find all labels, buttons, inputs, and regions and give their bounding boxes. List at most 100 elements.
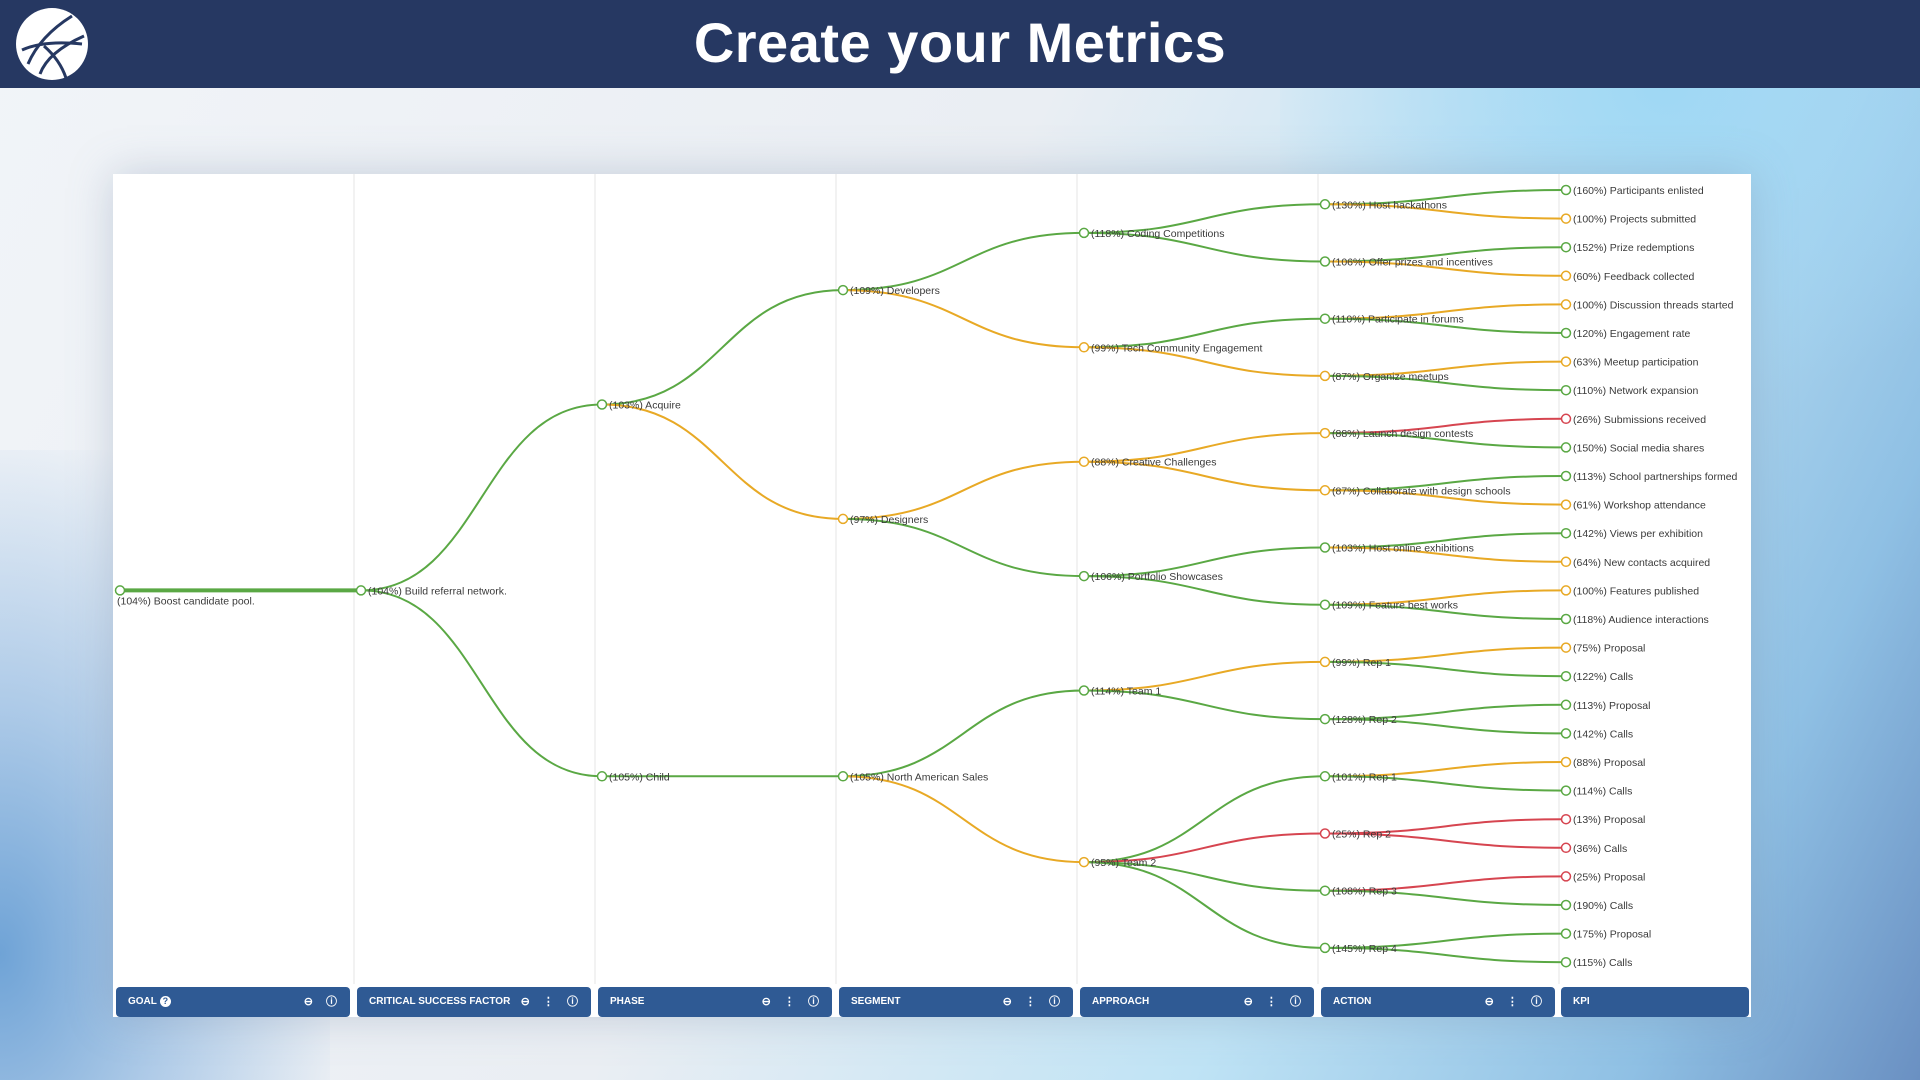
tree-node[interactable]: (122%) Calls <box>1560 670 1634 683</box>
node-circle-icon[interactable] <box>1560 842 1572 854</box>
node-circle-icon[interactable] <box>1319 542 1331 553</box>
tree-node[interactable]: (100%) Discussion threads started <box>1560 299 1734 311</box>
tree-node[interactable]: (25%) Rep 2 <box>1319 828 1392 841</box>
tree-node[interactable]: (104%) Build referral network. <box>355 585 507 597</box>
column-controls-icon[interactable]: ⊖ ⋮ ⓘ <box>1484 996 1547 1008</box>
tree-node[interactable]: (88%) Launch design contests <box>1319 427 1474 440</box>
tree-node[interactable]: (13%) Proposal <box>1560 813 1646 826</box>
tree-node[interactable]: (113%) Proposal <box>1560 699 1651 712</box>
node-circle-icon[interactable] <box>837 771 849 782</box>
tree-node[interactable]: (152%) Prize redemptions <box>1560 241 1695 254</box>
node-circle-icon[interactable] <box>1319 599 1331 610</box>
node-circle-icon[interactable] <box>1560 384 1572 396</box>
tree-node[interactable]: (113%) School partnerships formed <box>1560 470 1738 483</box>
node-circle-icon[interactable] <box>1560 213 1572 224</box>
tree-node[interactable]: (63%) Meetup participation <box>1560 356 1699 369</box>
tree-node[interactable]: (142%) Calls <box>1560 728 1634 740</box>
tree-node[interactable]: (103%) Acquire <box>596 399 681 412</box>
node-circle-icon[interactable] <box>1078 456 1090 467</box>
tree-node[interactable]: (25%) Proposal <box>1560 871 1646 883</box>
node-circle-icon[interactable] <box>1560 813 1572 825</box>
tree-node[interactable]: (105%) North American Sales <box>837 771 989 783</box>
tree-node[interactable]: (150%) Social media shares <box>1560 442 1705 454</box>
tree-node[interactable]: (114%) Team 1 <box>1078 685 1162 698</box>
tree-node[interactable]: (75%) Proposal <box>1560 642 1646 655</box>
tree-node[interactable]: (109%) Feature best works <box>1319 599 1459 612</box>
node-circle-icon[interactable] <box>1560 670 1572 682</box>
node-circle-icon[interactable] <box>1319 485 1331 496</box>
tree-node[interactable]: (87%) Organize meetups <box>1319 370 1449 383</box>
node-circle-icon[interactable] <box>1560 871 1572 882</box>
help-icon[interactable]: ? <box>159 995 171 1007</box>
tree-node[interactable]: (88%) Creative Challenges <box>1078 456 1217 469</box>
tree-node[interactable]: (104%) Boost candidate pool. <box>114 585 255 608</box>
node-circle-icon[interactable] <box>1319 713 1331 725</box>
node-circle-icon[interactable] <box>1560 184 1572 196</box>
tree-node[interactable]: (115%) Calls <box>1560 956 1633 969</box>
node-circle-icon[interactable] <box>1319 771 1331 782</box>
node-circle-icon[interactable] <box>596 399 608 410</box>
tree-node[interactable]: (26%) Submissions received <box>1560 413 1707 426</box>
column-header-action[interactable]: ACTION ⊖ ⋮ ⓘ <box>1321 987 1555 1017</box>
node-circle-icon[interactable] <box>1560 413 1572 425</box>
node-circle-icon[interactable] <box>1078 856 1090 868</box>
node-circle-icon[interactable] <box>1319 656 1331 668</box>
node-circle-icon[interactable] <box>1560 585 1572 596</box>
tree-node[interactable]: (118%) Coding Competitions <box>1078 227 1225 240</box>
node-circle-icon[interactable] <box>1560 356 1572 367</box>
column-controls-icon[interactable]: ⊖ ⋮ ⓘ <box>520 996 583 1008</box>
node-circle-icon[interactable] <box>1560 899 1572 911</box>
column-header-phase[interactable]: PHASE ⊖ ⋮ ⓘ <box>598 987 832 1017</box>
tree-node[interactable]: (110%) Network expansion <box>1560 384 1699 397</box>
tree-node[interactable]: (106%) Offer prizes and incentives <box>1319 256 1493 269</box>
node-circle-icon[interactable] <box>114 585 126 596</box>
node-circle-icon[interactable] <box>1319 313 1331 324</box>
node-circle-icon[interactable] <box>1560 613 1572 625</box>
tree-node[interactable]: (100%) Projects submitted <box>1560 213 1697 226</box>
node-circle-icon[interactable] <box>1560 928 1572 939</box>
tree-node[interactable]: (100%) Features published <box>1560 585 1700 597</box>
tree-node[interactable]: (142%) Views per exhibition <box>1560 527 1704 540</box>
node-circle-icon[interactable] <box>1560 299 1572 310</box>
column-controls-icon[interactable]: ⊖ ⋮ ⓘ <box>761 996 824 1008</box>
node-circle-icon[interactable] <box>1319 885 1331 896</box>
node-circle-icon[interactable] <box>1560 527 1572 539</box>
column-header-segment[interactable]: SEGMENT ⊖ ⋮ ⓘ <box>839 987 1073 1017</box>
node-circle-icon[interactable] <box>1078 570 1090 582</box>
column-controls-icon[interactable]: ⊖ ⓘ <box>303 996 342 1008</box>
tree-node[interactable]: (128%) Rep 2 <box>1319 713 1397 726</box>
tree-node[interactable]: (99%) Rep 1 <box>1319 656 1392 669</box>
tree-node[interactable]: (130%) Host hackathons <box>1319 199 1447 211</box>
column-header-goal[interactable]: GOAL? ⊖ ⓘ <box>116 987 350 1017</box>
node-circle-icon[interactable] <box>1560 956 1572 968</box>
tree-node[interactable]: (97%) Designers <box>837 513 929 526</box>
tree-node[interactable]: (160%) Participants enlisted <box>1560 184 1704 197</box>
node-circle-icon[interactable] <box>1319 256 1331 267</box>
column-controls-icon[interactable]: ⊖ ⋮ ⓘ <box>1243 996 1306 1008</box>
tree-node[interactable]: (87%) Collaborate with design schools <box>1319 485 1511 497</box>
node-circle-icon[interactable] <box>1078 685 1090 696</box>
node-circle-icon[interactable] <box>1560 728 1572 739</box>
node-circle-icon[interactable] <box>1319 828 1331 839</box>
node-circle-icon[interactable] <box>355 585 367 596</box>
tree-node[interactable]: (105%) Child <box>596 771 670 783</box>
node-circle-icon[interactable] <box>1560 699 1572 711</box>
node-circle-icon[interactable] <box>1560 556 1572 568</box>
column-controls-icon[interactable]: ⊖ ⋮ ⓘ <box>1002 996 1065 1008</box>
tree-node[interactable]: (120%) Engagement rate <box>1560 327 1691 340</box>
tree-node[interactable]: (190%) Calls <box>1560 899 1634 912</box>
node-circle-icon[interactable] <box>837 513 849 525</box>
tree-node[interactable]: (106%) Portfolio Showcases <box>1078 570 1223 583</box>
node-circle-icon[interactable] <box>1560 327 1572 339</box>
node-circle-icon[interactable] <box>1560 470 1572 482</box>
tree-node[interactable]: (95%) Team 2 <box>1078 856 1157 869</box>
tree-node[interactable]: (36%) Calls <box>1560 842 1628 855</box>
node-circle-icon[interactable] <box>1319 199 1331 210</box>
tree-node[interactable]: (103%) Host online exhibitions <box>1319 542 1474 555</box>
node-circle-icon[interactable] <box>1078 227 1090 239</box>
node-circle-icon[interactable] <box>1319 370 1331 382</box>
node-circle-icon[interactable] <box>837 284 849 296</box>
tree-node[interactable]: (88%) Proposal <box>1560 756 1646 769</box>
node-circle-icon[interactable] <box>1560 241 1572 253</box>
tree-node[interactable]: (118%) Audience interactions <box>1560 613 1709 626</box>
